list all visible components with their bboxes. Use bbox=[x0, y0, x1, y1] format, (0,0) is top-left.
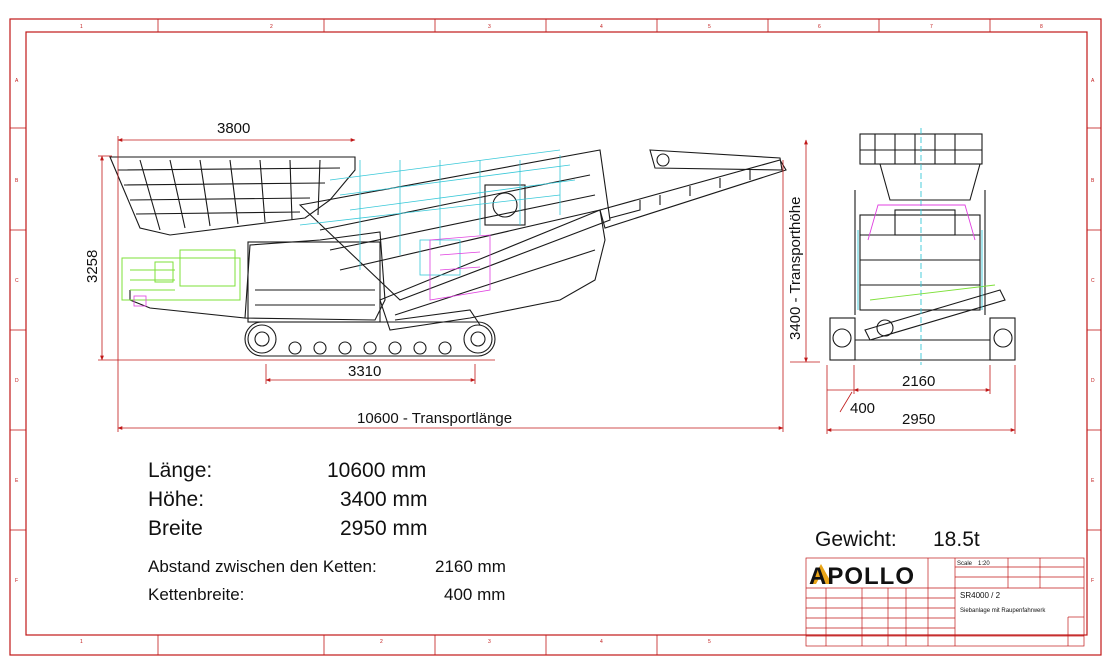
title-block bbox=[805, 557, 1085, 647]
apollo-logo bbox=[810, 564, 832, 584]
spec-length-label: Länge: bbox=[148, 459, 213, 482]
grid-bottom-5: 5 bbox=[708, 639, 711, 645]
apollo-logo-text: APOLLO bbox=[809, 563, 915, 590]
grid-top-1: 1 bbox=[80, 24, 83, 30]
front-view-colored-parts bbox=[857, 128, 996, 365]
dim-track-spacing: 2160 bbox=[902, 373, 935, 390]
spec-track-distance-value: 2160 mm bbox=[435, 557, 506, 576]
weight-value: 18.5t bbox=[933, 528, 980, 551]
inner-frame bbox=[25, 31, 1088, 636]
dim-height-left: 3258 bbox=[84, 250, 101, 283]
grid-bottom-2: 2 bbox=[380, 639, 383, 645]
grid-bottom-3: 3 bbox=[488, 639, 491, 645]
dim-track-width: 400 bbox=[850, 400, 875, 417]
side-view-magenta-parts bbox=[133, 234, 491, 307]
dim-transport-height: 3400 - Transporthöhe bbox=[787, 197, 804, 340]
grid-left-d: D bbox=[15, 378, 19, 384]
spec-track-distance-label: Abstand zwischen den Ketten: bbox=[148, 557, 377, 576]
dim-transport-length: 10600 - Transportlänge bbox=[357, 410, 512, 427]
dim-track-length: 3310 bbox=[348, 363, 381, 380]
grid-top-7: 7 bbox=[930, 24, 933, 30]
spec-track-width-value: 400 mm bbox=[444, 585, 506, 604]
grid-right-e: E bbox=[1091, 478, 1095, 484]
spec-length-value: 10600 mm bbox=[327, 459, 427, 482]
scale-label: Scale bbox=[957, 561, 973, 567]
grid-top-6: 6 bbox=[818, 24, 821, 30]
drawing-number: SR4000 / 2 bbox=[960, 591, 1001, 600]
grid-right-d: D bbox=[1091, 378, 1095, 384]
front-view-machine bbox=[829, 133, 1016, 361]
dim-total-width: 2950 bbox=[902, 411, 935, 428]
grid-left-f: F bbox=[15, 578, 18, 584]
side-view-cyan-parts bbox=[299, 149, 576, 276]
grid-top-5: 5 bbox=[708, 24, 711, 30]
grid-right-a: A bbox=[1091, 78, 1095, 84]
grid-left-c: C bbox=[15, 278, 19, 284]
grid-left-b: B bbox=[15, 178, 19, 184]
weight-label: Gewicht: bbox=[815, 528, 897, 551]
scale-value: 1:20 bbox=[978, 561, 990, 567]
spec-height-value: 3400 mm bbox=[340, 488, 428, 511]
grid-labels: 1 2 3 4 5 6 7 8 1 2 3 4 5 A B C D E F A … bbox=[15, 24, 1095, 645]
grid-bottom-4: 4 bbox=[600, 639, 603, 645]
side-view-green-parts bbox=[121, 249, 241, 301]
grid-ticks bbox=[10, 19, 1101, 655]
grid-bottom-1: 1 bbox=[80, 639, 83, 645]
grid-top-2: 2 bbox=[270, 24, 273, 30]
spec-track-width-label: Kettenbreite: bbox=[148, 585, 245, 604]
grid-right-b: B bbox=[1091, 178, 1095, 184]
grid-top-4: 4 bbox=[600, 24, 603, 30]
grid-top-3: 3 bbox=[488, 24, 491, 30]
dimension-lines bbox=[98, 136, 1016, 434]
dim-top-length: 3800 bbox=[217, 120, 250, 137]
grid-right-c: C bbox=[1091, 278, 1095, 284]
grid-left-a: A bbox=[15, 78, 19, 84]
spec-height-label: Höhe: bbox=[148, 488, 205, 511]
spec-width-value: 2950 mm bbox=[340, 517, 428, 540]
grid-right-f: F bbox=[1091, 578, 1094, 584]
grid-left-e: E bbox=[15, 478, 19, 484]
spec-width-label: Breite bbox=[148, 517, 203, 540]
outer-frame bbox=[9, 18, 1102, 656]
grid-top-8: 8 bbox=[1040, 24, 1043, 30]
drawing-description: Siebanlage mit Raupenfahrwerk bbox=[960, 608, 1046, 614]
